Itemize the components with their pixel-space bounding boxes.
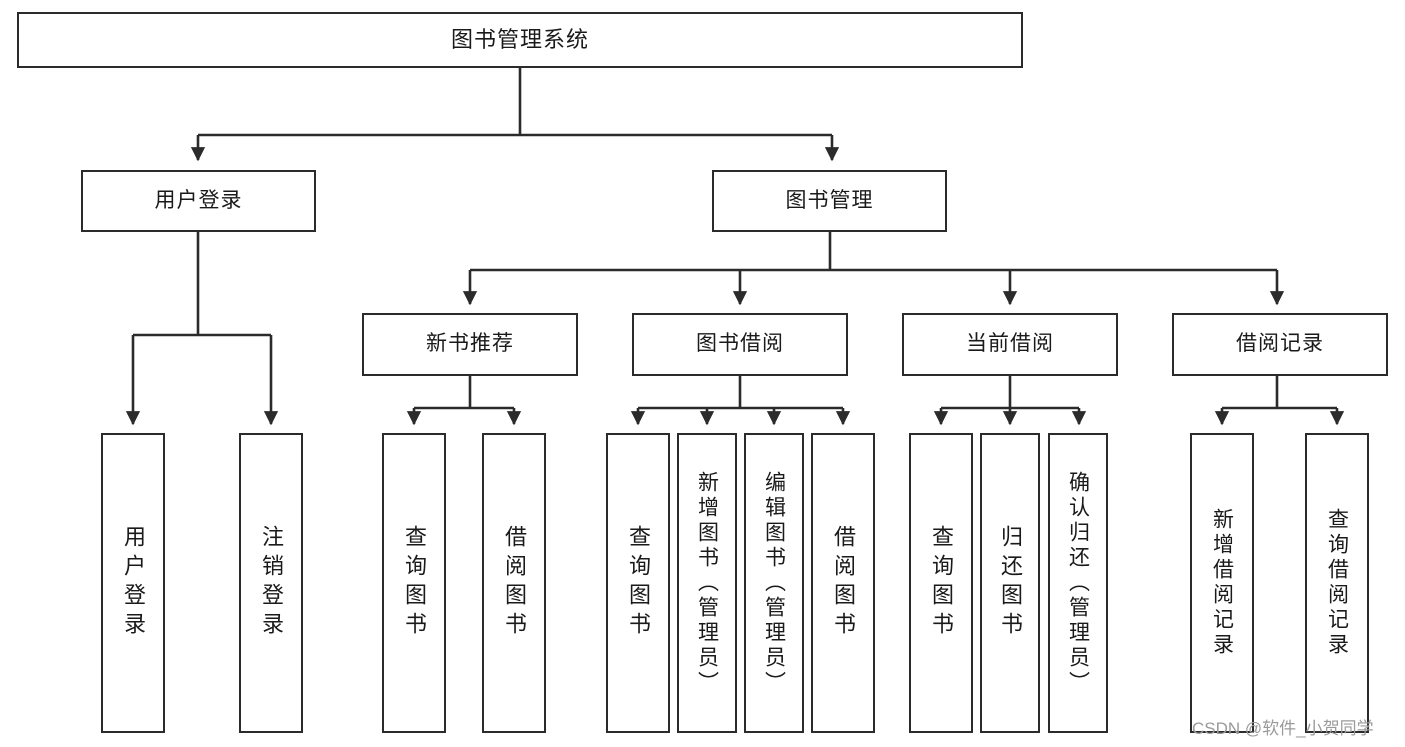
node-book-borrow[interactable]: 图书借阅 <box>632 313 848 376</box>
node-label: 新增图书（管理员） <box>695 470 719 696</box>
leaf-borrow-book[interactable]: 借阅图书 <box>811 433 875 733</box>
leaf-edit-book-admin[interactable]: 编辑图书（管理员） <box>744 433 804 733</box>
node-label: 查询图书 <box>929 525 954 641</box>
leaf-add-borrow-record[interactable]: 新增借阅记录 <box>1190 433 1254 733</box>
leaf-user-login[interactable]: 用户登录 <box>101 433 165 733</box>
csdn-watermark: CSDN @软件_小贺同学 <box>1192 719 1374 738</box>
leaf-borrow-book-new[interactable]: 借阅图书 <box>482 433 546 733</box>
node-label: 图书借阅 <box>696 332 784 356</box>
node-label: 查询借阅记录 <box>1325 508 1349 658</box>
node-borrow-record[interactable]: 借阅记录 <box>1172 313 1388 376</box>
node-label: 用户登录 <box>121 525 146 641</box>
node-label: 新增借阅记录 <box>1210 508 1234 658</box>
leaf-query-book-borrow[interactable]: 查询图书 <box>606 433 670 733</box>
node-label: 编辑图书（管理员） <box>762 470 786 696</box>
node-label: 注销登录 <box>259 525 284 641</box>
node-label: 借阅记录 <box>1236 332 1324 356</box>
node-new-book-recommend[interactable]: 新书推荐 <box>362 313 578 376</box>
node-root-system[interactable]: 图书管理系统 <box>17 12 1023 68</box>
node-label: 借阅图书 <box>831 525 856 641</box>
node-label: 新书推荐 <box>426 332 514 356</box>
leaf-logout[interactable]: 注销登录 <box>239 433 303 733</box>
leaf-query-borrow-record[interactable]: 查询借阅记录 <box>1305 433 1369 733</box>
node-label: 查询图书 <box>626 525 651 641</box>
leaf-confirm-return-admin[interactable]: 确认归还（管理员） <box>1048 433 1108 733</box>
leaf-query-book-new[interactable]: 查询图书 <box>382 433 446 733</box>
node-label: 查询图书 <box>402 525 427 641</box>
leaf-query-book-current[interactable]: 查询图书 <box>909 433 973 733</box>
node-label: 当前借阅 <box>966 332 1054 356</box>
node-label: 用户登录 <box>154 188 243 212</box>
node-current-borrow[interactable]: 当前借阅 <box>902 313 1118 376</box>
node-label: 借阅图书 <box>502 525 527 641</box>
node-label: 确认归还（管理员） <box>1066 470 1090 696</box>
node-user-login[interactable]: 用户登录 <box>81 170 316 232</box>
node-label: 归还图书 <box>998 525 1023 641</box>
node-label: 图书管理 <box>785 188 874 212</box>
node-label: 图书管理系统 <box>450 27 589 53</box>
leaf-add-book-admin[interactable]: 新增图书（管理员） <box>677 433 737 733</box>
leaf-return-book[interactable]: 归还图书 <box>980 433 1040 733</box>
node-book-management[interactable]: 图书管理 <box>712 170 947 232</box>
